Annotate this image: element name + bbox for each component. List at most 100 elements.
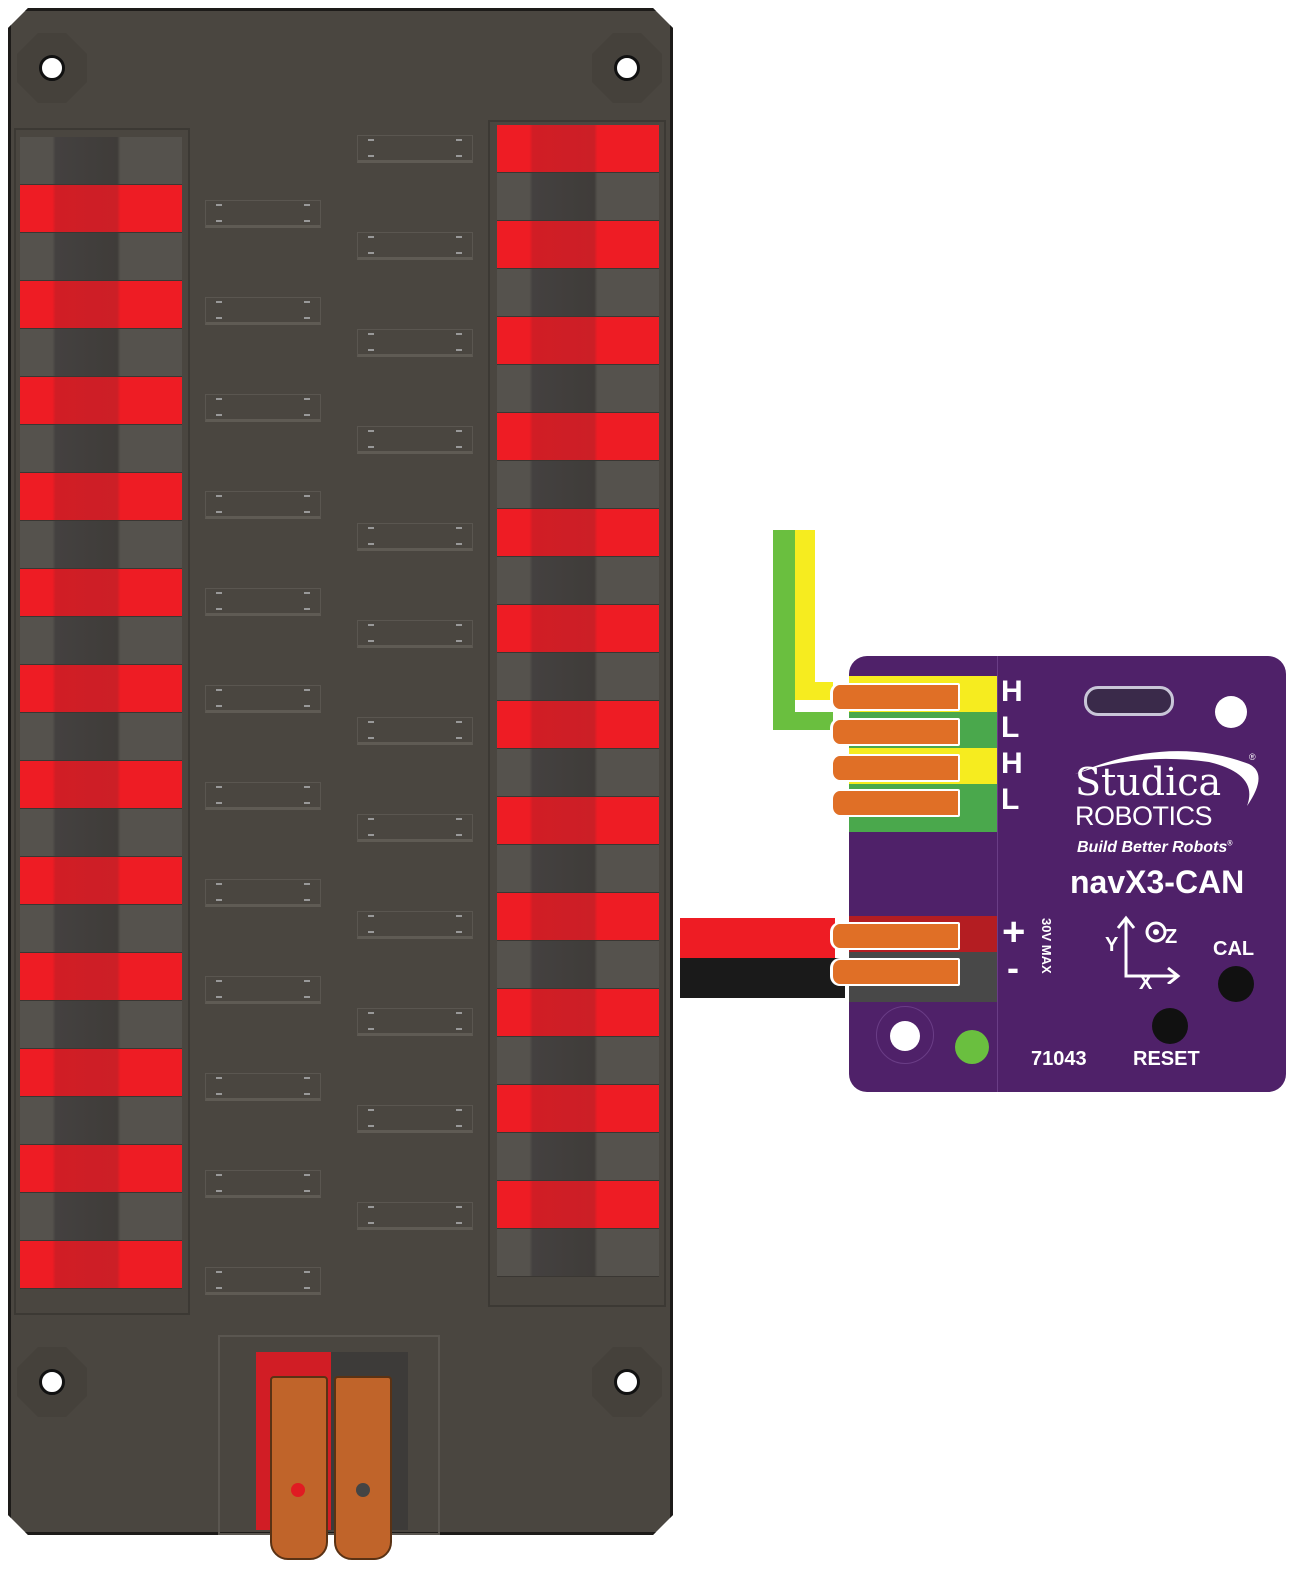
fuse-slot-right <box>357 329 473 357</box>
channel-connector-gray[interactable] <box>20 521 182 569</box>
power-plus-label: + <box>1002 910 1026 954</box>
main-power-connector-frame <box>218 1335 440 1535</box>
channel-connector-gray[interactable] <box>497 461 659 509</box>
channel-connector-red[interactable] <box>497 893 659 941</box>
positive-terminal-dot <box>291 1483 305 1497</box>
channel-connector-gray[interactable] <box>20 1193 182 1241</box>
channel-connector-red[interactable] <box>497 413 659 461</box>
logo-registered: ® <box>1249 752 1256 762</box>
channel-connector-gray[interactable] <box>20 1001 182 1049</box>
fuse-slot-left <box>205 394 321 422</box>
channel-connector-gray[interactable] <box>497 365 659 413</box>
positive-terminal-blade <box>270 1376 328 1560</box>
can-label-l2: L <box>1001 783 1020 816</box>
channel-connector-gray[interactable] <box>497 1037 659 1085</box>
power-wire-positive <box>680 918 835 958</box>
channel-connector-gray[interactable] <box>497 653 659 701</box>
channel-connector-red[interactable] <box>20 665 182 713</box>
channel-connector-red[interactable] <box>20 857 182 905</box>
can-l2-lever[interactable] <box>830 789 960 817</box>
can-h1-lever[interactable] <box>830 683 960 711</box>
channel-connector-gray[interactable] <box>497 269 659 317</box>
channel-connector-red[interactable] <box>497 1181 659 1229</box>
fuse-slot-left <box>205 685 321 713</box>
channel-connector-gray[interactable] <box>20 1097 182 1145</box>
channel-connector-red[interactable] <box>20 569 182 617</box>
reset-button[interactable] <box>1152 1008 1188 1044</box>
max-voltage-label: 30V MAX <box>1039 918 1054 974</box>
channel-connector-gray[interactable] <box>497 1133 659 1181</box>
channel-connector-red[interactable] <box>497 605 659 653</box>
can-low-wire-horizontal <box>773 712 833 730</box>
cal-button[interactable] <box>1218 966 1254 1002</box>
channel-connector-gray[interactable] <box>20 329 182 377</box>
usb-c-port[interactable] <box>1084 686 1174 716</box>
can-label-h2: H <box>1001 747 1023 780</box>
fuse-slot-right <box>357 232 473 260</box>
logo-sub: ROBOTICS <box>1075 801 1213 831</box>
channel-connector-gray[interactable] <box>20 425 182 473</box>
channel-connector-red[interactable] <box>20 185 182 233</box>
logo-tagline: Build Better Robots® <box>1077 839 1233 856</box>
channel-connector-red[interactable] <box>20 281 182 329</box>
fuse-slot-left <box>205 588 321 616</box>
indicator-dot-white <box>1215 696 1247 728</box>
fuse-slot-left <box>205 782 321 810</box>
channel-connector-red[interactable] <box>497 317 659 365</box>
channel-connector-red[interactable] <box>20 761 182 809</box>
negative-terminal-dot <box>356 1483 370 1497</box>
negative-terminal-blade <box>334 1376 392 1560</box>
channel-connector-red[interactable] <box>20 1049 182 1097</box>
fuse-slot-right <box>357 1202 473 1230</box>
fuse-slot-right <box>357 523 473 551</box>
axis-diagram-icon <box>1116 915 1181 984</box>
power-positive-lever[interactable] <box>830 922 960 950</box>
channel-connector-red[interactable] <box>497 797 659 845</box>
fuse-slot-right <box>357 135 473 163</box>
reset-label: RESET <box>1133 1048 1200 1070</box>
channel-connector-gray[interactable] <box>20 617 182 665</box>
product-name: navX3-CAN <box>1070 864 1245 900</box>
channel-connector-gray[interactable] <box>20 137 182 185</box>
channel-connector-gray[interactable] <box>497 749 659 797</box>
mount-hole <box>39 1369 65 1395</box>
fuse-slot-left <box>205 879 321 907</box>
cal-label: CAL <box>1213 938 1255 960</box>
channel-connector-red[interactable] <box>20 953 182 1001</box>
channel-connector-gray[interactable] <box>497 1229 659 1277</box>
right-channel-frame <box>488 120 666 1307</box>
power-wire-negative <box>680 958 845 998</box>
channel-connector-red[interactable] <box>497 1085 659 1133</box>
channel-connector-red[interactable] <box>20 473 182 521</box>
channel-connector-gray[interactable] <box>497 557 659 605</box>
fuse-slot-right <box>357 911 473 939</box>
can-l1-lever[interactable] <box>830 718 960 746</box>
mount-hole <box>890 1021 920 1051</box>
channel-connector-gray[interactable] <box>497 845 659 893</box>
status-led <box>955 1030 989 1064</box>
fuse-slot-left <box>205 200 321 228</box>
channel-connector-red[interactable] <box>497 989 659 1037</box>
channel-connector-red[interactable] <box>497 125 659 173</box>
can-low-wire <box>773 530 795 730</box>
channel-connector-red[interactable] <box>20 1145 182 1193</box>
channel-connector-red[interactable] <box>497 221 659 269</box>
axis-x-label: X <box>1139 972 1153 994</box>
channel-connector-gray[interactable] <box>20 713 182 761</box>
channel-connector-gray[interactable] <box>20 905 182 953</box>
channel-connector-red[interactable] <box>497 509 659 557</box>
channel-connector-red[interactable] <box>20 1241 182 1289</box>
can-h2-lever[interactable] <box>830 754 960 782</box>
power-negative-lever[interactable] <box>830 958 960 986</box>
mount-hole-ring <box>876 1006 934 1064</box>
fuse-slot-left <box>205 1073 321 1101</box>
fuse-slot-left <box>205 297 321 325</box>
fuse-slot-right <box>357 620 473 648</box>
can-label-h1: H <box>1001 675 1023 708</box>
channel-connector-gray[interactable] <box>20 809 182 857</box>
channel-connector-red[interactable] <box>20 377 182 425</box>
channel-connector-gray[interactable] <box>20 233 182 281</box>
channel-connector-gray[interactable] <box>497 941 659 989</box>
channel-connector-gray[interactable] <box>497 173 659 221</box>
channel-connector-red[interactable] <box>497 701 659 749</box>
